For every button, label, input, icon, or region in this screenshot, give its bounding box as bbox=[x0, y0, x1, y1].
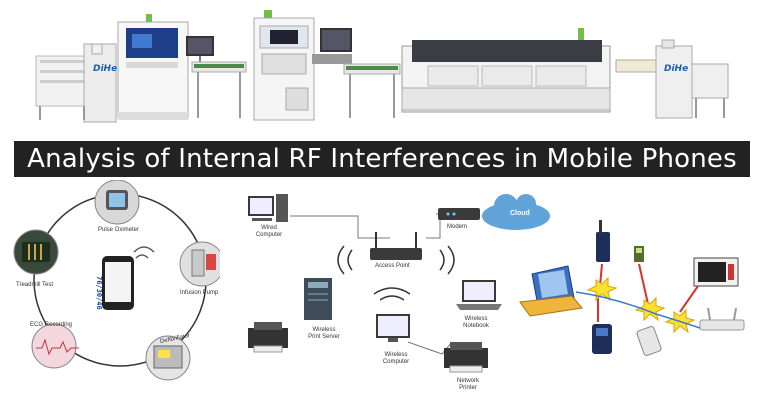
cordless-phone-icon bbox=[592, 324, 612, 354]
modem-icon bbox=[438, 208, 480, 220]
monitor-2 bbox=[312, 28, 352, 64]
access-point-icon bbox=[370, 232, 422, 260]
label-wired-computer: Wired Computer bbox=[255, 225, 283, 238]
treadmill-test-icon bbox=[13, 229, 59, 275]
production-line-illustration bbox=[35, 10, 729, 123]
interference-burst-icons bbox=[586, 276, 696, 334]
router-icon bbox=[699, 307, 745, 331]
conveyor-1 bbox=[191, 61, 247, 118]
microwave-icon bbox=[693, 257, 739, 287]
reflow-oven bbox=[401, 28, 611, 113]
conveyor-2 bbox=[343, 63, 401, 118]
pick-and-place-machine bbox=[253, 10, 315, 121]
wireless-computer-icon bbox=[376, 314, 410, 342]
unloader-machine bbox=[615, 39, 729, 119]
cloud-icon bbox=[482, 194, 550, 230]
label-modem: Modem bbox=[447, 224, 468, 230]
defibrillator-icon bbox=[145, 335, 191, 381]
center-phone-readout: 76/30/46 bbox=[95, 276, 103, 310]
label-cloud: Cloud bbox=[510, 210, 530, 217]
label-wireless-notebook: Wireless Notebook bbox=[463, 316, 489, 329]
loader-machine bbox=[35, 43, 117, 123]
printer-machine bbox=[117, 14, 189, 120]
medical-ring-illustration bbox=[13, 180, 220, 381]
page-title-banner: Analysis of Internal RF Interferences in… bbox=[14, 141, 750, 177]
wireless-print-server-icon bbox=[304, 278, 332, 320]
center-mobile-phone-icon bbox=[102, 256, 134, 310]
wired-computer-icon bbox=[248, 194, 288, 222]
ecg-recording-icon bbox=[31, 323, 79, 369]
flip-phone-icon bbox=[636, 326, 662, 356]
signal-waves-icon bbox=[133, 246, 155, 259]
page-title: Analysis of Internal RF Interferences in… bbox=[27, 144, 737, 174]
infusion-pump-icon bbox=[179, 241, 220, 287]
laptop-icon bbox=[519, 265, 583, 317]
label-ecg-recording: ECG Recording bbox=[30, 322, 73, 328]
signal-path-line bbox=[575, 291, 701, 329]
label-access-point: Access Point bbox=[375, 263, 410, 269]
pulse-oximeter-icon bbox=[94, 180, 140, 225]
label-network-printer: Network Printer bbox=[456, 378, 479, 391]
label-wireless-print-server: Wireless Print Server bbox=[308, 327, 340, 340]
network-printer-icon bbox=[444, 342, 488, 373]
pager-icon bbox=[634, 246, 644, 262]
network-diagram bbox=[248, 194, 550, 373]
access-point-waves-icon bbox=[337, 245, 455, 301]
brand-logo-left: DiHe bbox=[93, 64, 118, 74]
interference-arrows bbox=[597, 263, 699, 322]
monitor-1 bbox=[186, 36, 214, 64]
walkie-talkie-icon bbox=[596, 220, 610, 262]
printer-icon-left bbox=[248, 322, 288, 353]
label-wireless-computer: Wireless Computer bbox=[382, 352, 410, 365]
label-pulse-oximeter: Pulse Oximeter bbox=[98, 227, 140, 233]
wireless-notebook-icon bbox=[456, 280, 502, 310]
interference-scene bbox=[519, 220, 745, 356]
label-infusion-pump: Infusion Pump bbox=[180, 290, 219, 296]
label-treadmill-test: Treadmill Test bbox=[16, 282, 54, 288]
brand-logo-right: DiHe bbox=[664, 64, 689, 74]
